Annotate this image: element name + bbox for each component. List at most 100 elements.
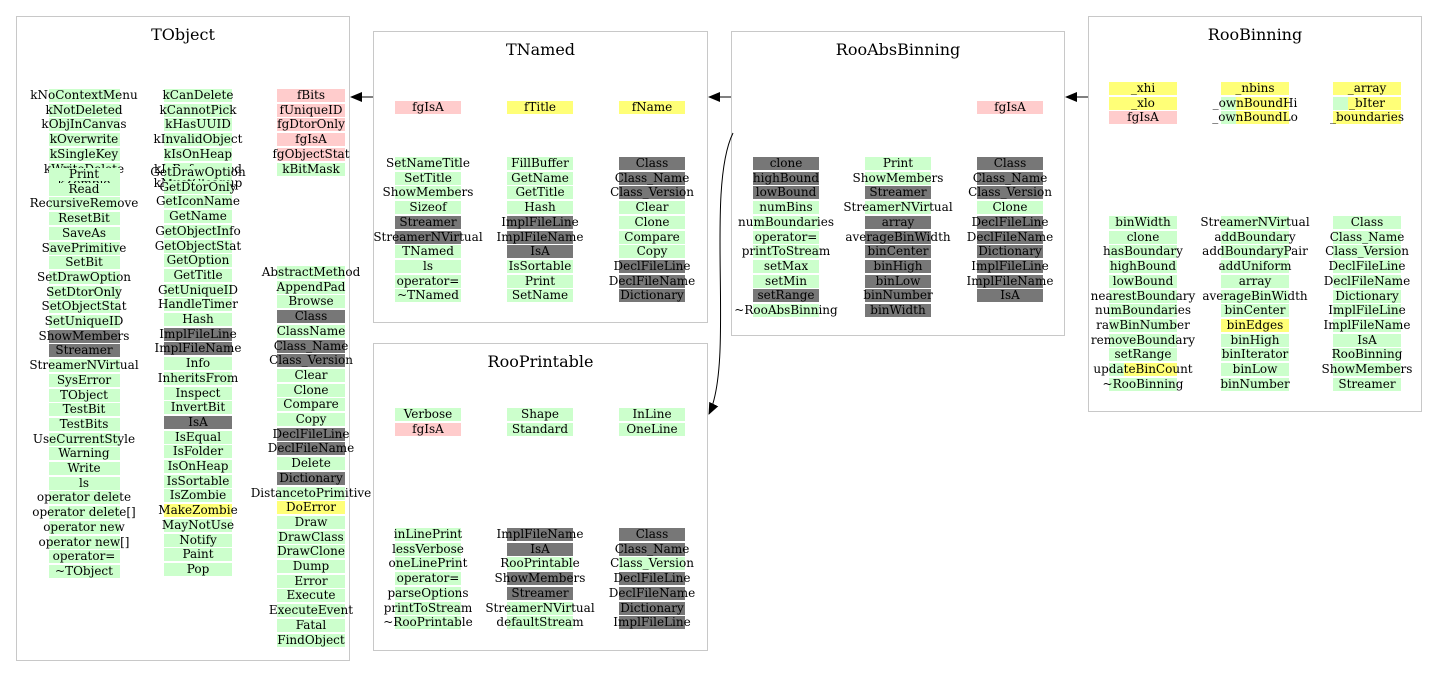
- member-highlight: [507, 422, 573, 436]
- member-label: inLinePrint: [393, 527, 463, 541]
- member-cell: DeclFileName: [1324, 274, 1410, 288]
- member-label: SetTitle: [404, 170, 452, 185]
- member-highlight: [507, 259, 573, 273]
- member-cell: kNotDeleted: [45, 103, 123, 117]
- member-label: ImplFileName: [496, 527, 584, 541]
- member-label: lessVerbose: [392, 541, 464, 556]
- member-label: Delete: [291, 456, 331, 471]
- member-highlight: [164, 103, 232, 117]
- member-highlight: [865, 245, 931, 259]
- member-cell: binWidth: [1109, 215, 1177, 229]
- member-highlight: [1109, 348, 1177, 362]
- member-highlight: [164, 489, 232, 503]
- member-cell: Class: [277, 309, 345, 324]
- member-cell: ImplFileLine: [159, 327, 237, 341]
- member-highlight: [48, 432, 120, 446]
- member-label: Dictionary: [978, 244, 1042, 259]
- member-highlight: [277, 427, 345, 441]
- member-label: SetObjectStat: [41, 299, 127, 314]
- member-label: Class_Name: [614, 541, 690, 556]
- member-cell: Compare: [619, 230, 685, 244]
- member-cell: GetObjectStat: [155, 239, 241, 253]
- member-highlight: [1109, 260, 1177, 274]
- member-label: setRange: [1114, 347, 1172, 362]
- member-cell: ImplFileLine: [971, 259, 1049, 273]
- member-highlight: [619, 408, 685, 421]
- member-highlight: [1333, 96, 1401, 110]
- member-highlight: [1221, 304, 1289, 318]
- member-highlight: [865, 215, 931, 229]
- member-highlight: [48, 550, 120, 564]
- member-cell: clone: [1109, 230, 1177, 244]
- member-cell: TestBits: [48, 417, 120, 431]
- member-label: operator=: [754, 229, 818, 244]
- member-label: ~TNamed: [397, 288, 459, 303]
- member-label: Notify: [179, 532, 217, 547]
- member-cell: IsA: [164, 415, 232, 429]
- member-highlight: [507, 601, 573, 615]
- member-label: binIterator: [1221, 347, 1289, 362]
- member-label: Class: [993, 156, 1027, 170]
- member-cell: DeclFileName: [609, 586, 695, 600]
- member-label: StreamerNVirtual: [1200, 215, 1310, 229]
- member-highlight: [395, 171, 461, 185]
- member-cell: binLow: [1221, 362, 1289, 376]
- member-cell: TNamed: [395, 244, 461, 259]
- member-cell: AppendPad: [277, 280, 345, 294]
- member-label: MakeZombie: [158, 503, 238, 518]
- member-highlight: [507, 408, 573, 421]
- member-highlight: [619, 528, 685, 541]
- member-cell: setMax: [753, 259, 819, 273]
- member-highlight: [1221, 96, 1289, 110]
- member-highlight: [164, 371, 232, 385]
- member-cell: Clear: [277, 368, 345, 382]
- member-cell: SetObjectStat: [41, 299, 127, 314]
- member-highlight: [277, 383, 345, 397]
- member-cell: Pop: [164, 562, 232, 576]
- member-highlight: [395, 408, 461, 421]
- member-highlight: [277, 324, 345, 338]
- member-highlight: [507, 557, 573, 571]
- member-label: fgObjectStat: [272, 146, 350, 161]
- member-label: Dump: [292, 559, 330, 573]
- member-highlight: [164, 268, 232, 282]
- member-label: ImplFileLine: [159, 326, 237, 341]
- member-cell: operator=: [395, 571, 461, 586]
- member-cell: operator=: [395, 274, 461, 288]
- member-label: oneLinePrint: [388, 556, 468, 571]
- member-highlight: [48, 388, 120, 402]
- member-highlight: [48, 89, 120, 102]
- member-label: Clear: [294, 367, 328, 382]
- member-label: DrawClone: [277, 544, 345, 559]
- member-highlight: [48, 373, 120, 387]
- member-cell: Shape: [507, 407, 573, 421]
- member-label: Pop: [186, 561, 210, 576]
- member-highlight: [1333, 230, 1401, 244]
- member-cell: fgIsA: [277, 132, 345, 147]
- member-cell: kObjInCanvas: [41, 117, 127, 132]
- member-label: GetName: [511, 170, 569, 185]
- member-cell: InLine: [619, 407, 685, 421]
- member-label: Warning: [58, 446, 110, 461]
- member-highlight: [619, 557, 685, 571]
- member-cell: Hash: [507, 200, 573, 215]
- member-highlight: [507, 101, 573, 114]
- member-cell: Class: [977, 156, 1043, 170]
- member-cell: Class_Version: [1325, 244, 1409, 259]
- member-label: IsA: [1357, 332, 1377, 347]
- member-highlight: [164, 133, 232, 147]
- member-highlight: [48, 285, 120, 299]
- member-cell: addBoundary: [1214, 230, 1296, 244]
- member-cell: fName: [619, 100, 685, 114]
- member-cell: StreamerNVirtual: [485, 601, 595, 615]
- member-highlight: [277, 604, 345, 618]
- member-cell: binWidth: [865, 303, 931, 317]
- member-label: operator=: [396, 571, 460, 586]
- member-label: DeclFileLine: [613, 571, 691, 586]
- member-label: SetNameTitle: [386, 156, 470, 170]
- member-label: Compare: [624, 229, 680, 244]
- member-highlight: [164, 147, 232, 161]
- member-highlight: [277, 280, 345, 294]
- member-cell: Clear: [619, 200, 685, 215]
- member-cell: ShowMembers: [1322, 362, 1412, 376]
